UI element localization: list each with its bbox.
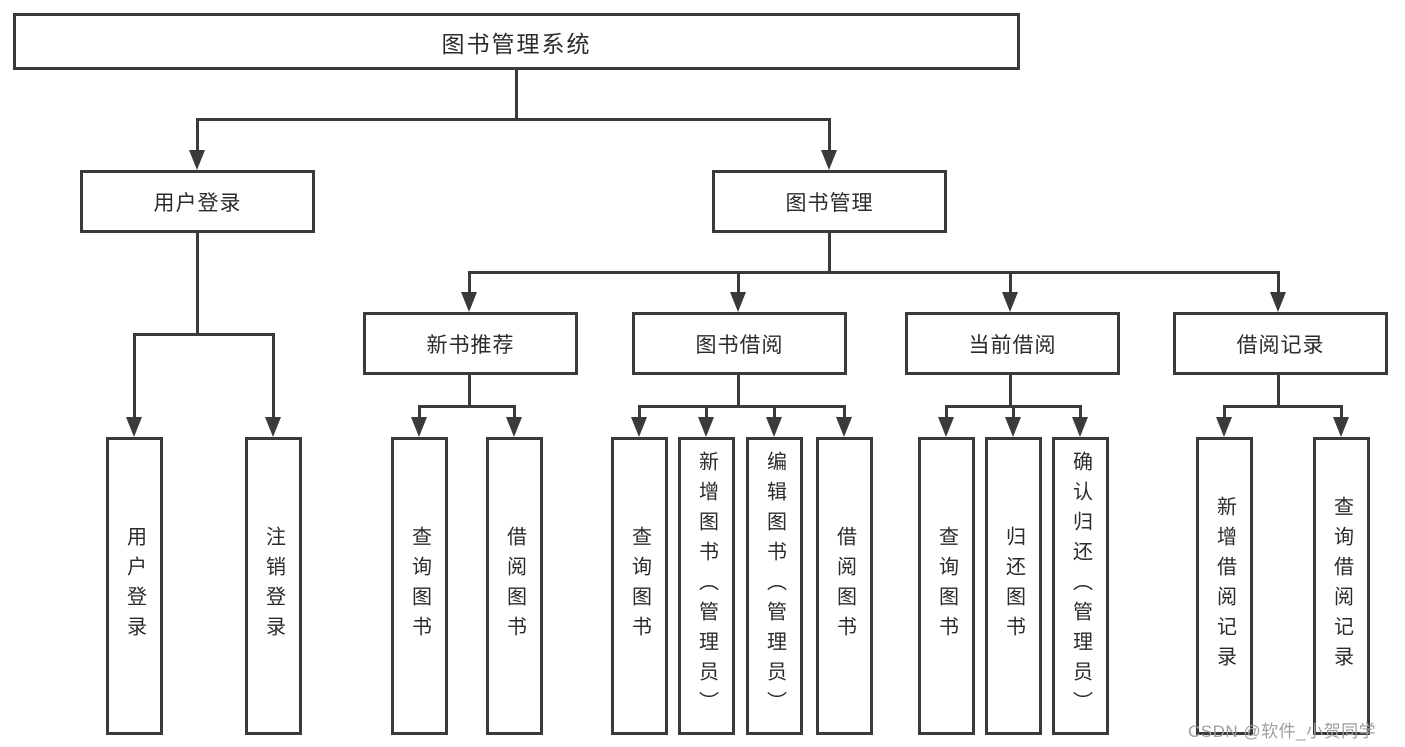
node-user-login: 用户登录: [80, 170, 315, 233]
connector-line: [418, 405, 516, 408]
connector-line: [196, 118, 831, 121]
connector-line: [196, 233, 199, 336]
arrowhead: [1005, 417, 1021, 437]
node-new-book-recommend: 新书推荐: [363, 312, 578, 375]
node-leaf-return-books: 归还图书: [985, 437, 1042, 735]
node-label: 借阅图书: [503, 526, 526, 646]
connector-line: [418, 405, 421, 418]
node-leaf-borrow-books-2: 借阅图书: [816, 437, 873, 735]
connector-line: [705, 405, 708, 418]
connector-line: [196, 118, 199, 151]
node-leaf-user-login: 用户登录: [106, 437, 163, 735]
connector-line: [513, 405, 516, 418]
node-label: 用户登录: [123, 526, 146, 646]
arrowhead: [836, 417, 852, 437]
node-leaf-query-books-2: 查询图书: [611, 437, 668, 735]
node-label: 查询图书: [935, 526, 958, 646]
node-label: 图书管理系统: [441, 30, 592, 57]
connector-line: [133, 333, 136, 418]
node-leaf-borrow-books-1: 借阅图书: [486, 437, 543, 735]
connector-line: [737, 271, 740, 293]
arrowhead: [631, 417, 647, 437]
node-book-management: 图书管理: [712, 170, 947, 233]
connector-line: [773, 405, 776, 418]
node-label: 用户登录: [153, 191, 242, 215]
arrowhead: [265, 417, 281, 437]
node-label: 新书推荐: [426, 333, 515, 357]
connector-line: [1223, 405, 1343, 408]
node-label: 归还图书: [1002, 526, 1025, 646]
node-borrowing-records: 借阅记录: [1173, 312, 1388, 375]
arrowhead: [1002, 292, 1018, 312]
arrowhead: [411, 417, 427, 437]
arrowhead: [938, 417, 954, 437]
connector-line: [515, 70, 518, 121]
node-label: 图书管理: [785, 191, 874, 215]
node-label: 编辑图书（管理员）: [763, 451, 786, 721]
node-label: 查询图书: [628, 526, 651, 646]
arrowhead: [1333, 417, 1349, 437]
arrowhead: [766, 417, 782, 437]
node-label: 借阅记录: [1236, 333, 1325, 357]
node-label: 图书借阅: [695, 333, 784, 357]
node-leaf-query-books-3: 查询图书: [918, 437, 975, 735]
connector-line: [468, 375, 471, 408]
connector-line: [1009, 271, 1012, 293]
connector-line: [828, 233, 831, 274]
node-label: 当前借阅: [968, 333, 1057, 357]
connector-line: [1009, 375, 1012, 408]
connector-line: [1340, 405, 1343, 418]
connector-line: [1277, 271, 1280, 293]
connector-line: [1012, 405, 1015, 418]
node-root: 图书管理系统: [13, 13, 1020, 70]
node-leaf-query-borrow-record: 查询借阅记录: [1313, 437, 1370, 735]
node-leaf-query-books-1: 查询图书: [391, 437, 448, 735]
connector-line: [468, 271, 471, 293]
arrowhead: [126, 417, 142, 437]
arrowhead: [698, 417, 714, 437]
connector-line: [737, 375, 740, 408]
connector-line: [1223, 405, 1226, 418]
arrowhead: [506, 417, 522, 437]
connector-line: [638, 405, 641, 418]
connector-line: [272, 333, 275, 418]
connector-line: [945, 405, 948, 418]
node-label: 注销登录: [262, 526, 285, 646]
arrowhead: [461, 292, 477, 312]
node-label: 确认归还（管理员）: [1069, 451, 1092, 721]
node-label: 新增图书（管理员）: [695, 451, 718, 721]
node-leaf-add-borrow-record: 新增借阅记录: [1196, 437, 1253, 735]
node-leaf-logout: 注销登录: [245, 437, 302, 735]
node-label: 查询图书: [408, 526, 431, 646]
node-book-borrowing: 图书借阅: [632, 312, 847, 375]
connector-line: [843, 405, 846, 418]
arrowhead: [1216, 417, 1232, 437]
arrowhead: [821, 150, 837, 170]
arrowhead: [189, 150, 205, 170]
node-leaf-add-book-admin: 新增图书（管理员）: [678, 437, 735, 735]
connector-line: [133, 333, 275, 336]
arrowhead: [1270, 292, 1286, 312]
arrowhead: [730, 292, 746, 312]
node-leaf-edit-book-admin: 编辑图书（管理员）: [746, 437, 803, 735]
connector-line: [638, 405, 846, 408]
node-label: 借阅图书: [833, 526, 856, 646]
connector-line: [1079, 405, 1082, 418]
connector-line: [828, 118, 831, 151]
node-leaf-confirm-return-admin: 确认归还（管理员）: [1052, 437, 1109, 735]
connector-line: [1277, 375, 1280, 408]
node-label: 新增借阅记录: [1213, 496, 1236, 676]
watermark: CSDN @软件_小贺同学: [1188, 722, 1377, 741]
arrowhead: [1072, 417, 1088, 437]
node-current-borrowing: 当前借阅: [905, 312, 1120, 375]
connector-line: [468, 271, 1280, 274]
node-label: 查询借阅记录: [1330, 496, 1353, 676]
